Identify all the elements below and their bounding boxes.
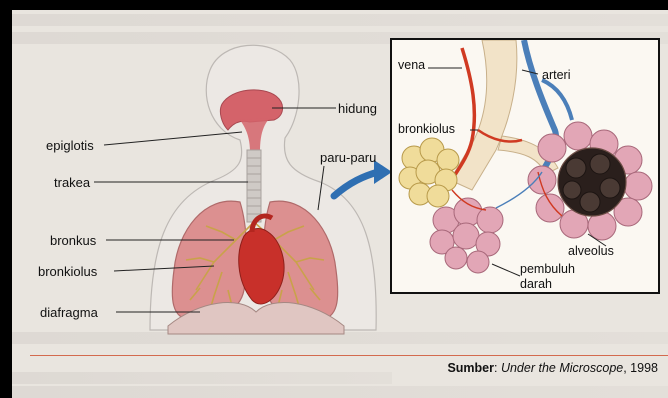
inset-label-darah: darah: [520, 277, 552, 292]
label-epiglotis: epiglotis: [46, 138, 94, 153]
inset-label-pembuluh: pembuluh: [520, 262, 575, 277]
caption-rule: [30, 355, 668, 356]
alveolus-detail-illustration: [392, 40, 660, 294]
label-hidung: hidung: [338, 101, 377, 116]
alveolus-inset: vena arteri bronkiolus alveolus pembuluh…: [390, 38, 660, 294]
inset-label-vena: vena: [398, 58, 425, 73]
label-bronkus: bronkus: [50, 233, 96, 248]
alveolus-cluster-yellow: [399, 138, 459, 207]
inset-label-bronkiolus: bronkiolus: [398, 122, 455, 137]
trachea: [247, 150, 261, 222]
label-bronkiolus: bronkiolus: [38, 264, 97, 279]
source-year: , 1998: [623, 361, 658, 375]
source-separator: :: [494, 361, 501, 375]
source-caption: Sumber: Under the Microscope, 1998: [447, 361, 658, 375]
alveolus-cluster-pink-bottom: [430, 198, 503, 273]
inset-label-alveolus: alveolus: [568, 244, 614, 259]
label-paru-paru: paru-paru: [320, 150, 376, 165]
inset-label-arteri: arteri: [542, 68, 570, 83]
label-diafragma: diafragma: [40, 305, 98, 320]
label-trakea: trakea: [54, 175, 90, 190]
zoom-arrow: [334, 172, 378, 196]
source-prefix: Sumber: [447, 361, 494, 375]
source-title: Under the Microscope: [501, 361, 623, 375]
